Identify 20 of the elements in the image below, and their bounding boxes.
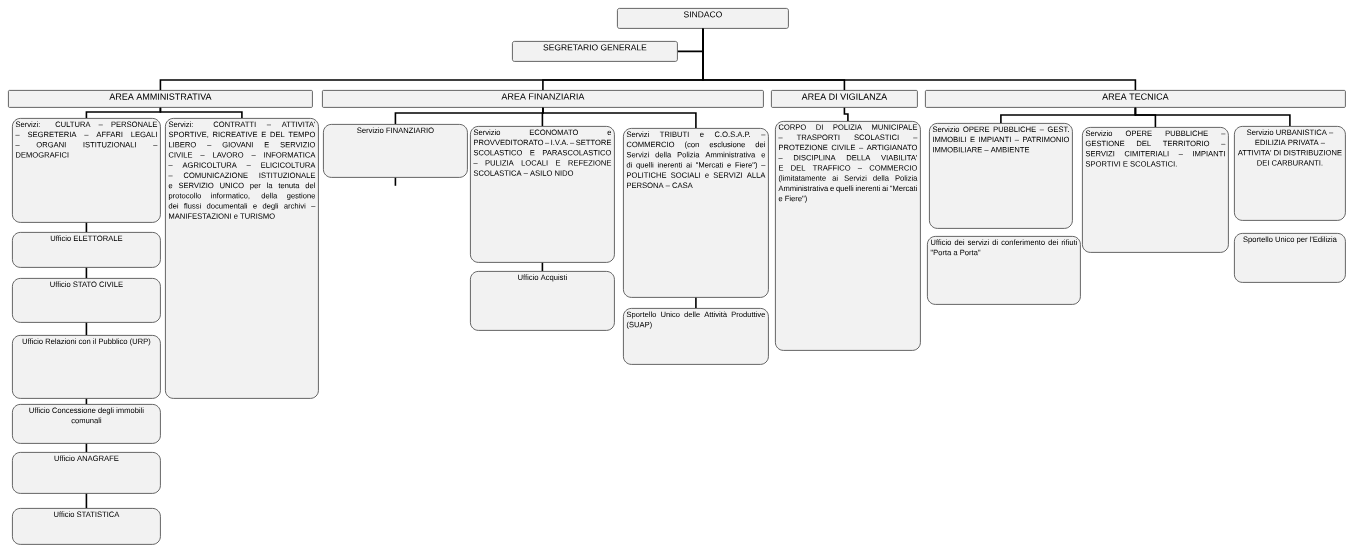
connector-line — [159, 107, 243, 119]
area-header: AREA DI VIGILANZA — [771, 90, 918, 108]
connector-line — [85, 222, 88, 233]
connector-line — [1134, 107, 1291, 127]
area-header: AREA FINANZIARIA — [322, 90, 764, 108]
connector-line — [702, 28, 1137, 91]
connector-line — [695, 297, 697, 309]
connector-line — [85, 443, 88, 453]
connector-line — [85, 267, 88, 279]
connector-line — [85, 322, 88, 336]
org-box: SINDACO — [617, 8, 789, 29]
connector-line — [85, 493, 88, 509]
area-header: AREA TECNICA — [925, 90, 1346, 108]
connector-line — [541, 262, 544, 272]
org-box: SEGRETARIO GENERALE — [512, 41, 678, 62]
connector-line — [85, 398, 88, 405]
connector-line — [542, 107, 697, 129]
connector-line — [394, 177, 397, 187]
area-header: AREA AMMINISTRATIVA — [8, 90, 313, 108]
connector-line — [843, 107, 849, 122]
